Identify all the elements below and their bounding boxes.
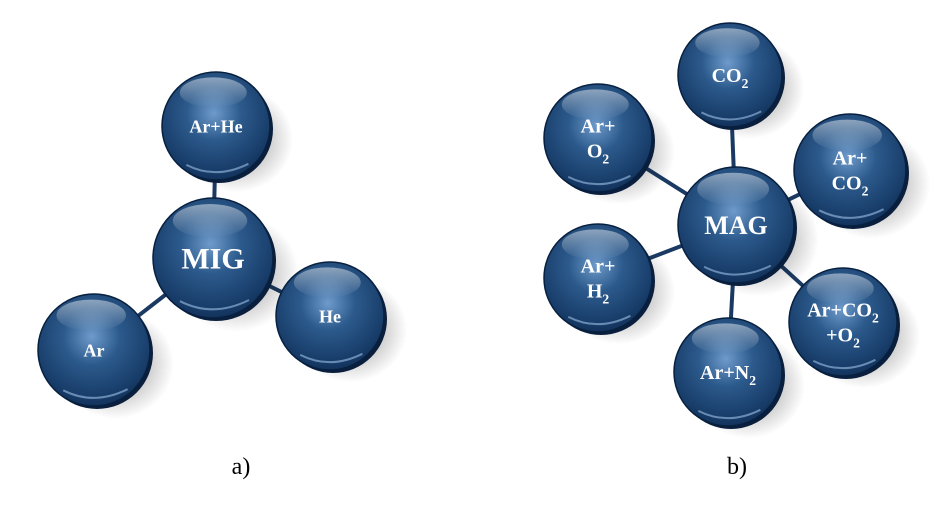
node-he-label-line-1: He	[319, 306, 341, 326]
node-ar-co2-o2-label-line-1: Ar+CO2	[807, 300, 879, 326]
node-ar-co2-label-line-2: CO2	[832, 173, 869, 199]
caption-b: b)	[727, 454, 747, 480]
node-ar-co2-o2-sphere: Ar+CO2+O2	[788, 267, 900, 379]
center-mig-sphere: MIG	[152, 197, 276, 321]
node-ar-h2-label-line-1: Ar+	[581, 256, 616, 278]
node-ar-o2-label-line-2: O2	[587, 141, 610, 167]
node-ar-co2-sphere: Ar+ CO2	[793, 113, 909, 229]
node-ar-co2-label-line-1: Ar+	[833, 148, 868, 170]
node-ar-co2-o2-label-line-2: +O2	[826, 325, 860, 351]
node-ar-h2-sphere: Ar+ H2	[543, 223, 655, 335]
center-mag-label-line-1: MAG	[704, 211, 768, 240]
node-ar-n2-label-line-1: Ar+N2	[700, 362, 756, 388]
node-ar-o2-sphere: Ar+ O2	[543, 83, 655, 195]
caption-a: a)	[231, 454, 251, 480]
center-mig-label-line-1: MIG	[181, 243, 244, 276]
node-co2-label-line-1: CO2	[712, 65, 749, 91]
node-ar-o2-label-line-1: Ar+	[581, 116, 616, 138]
node-ar-he-label-line-1: Ar+He	[189, 116, 242, 136]
center-mag-sphere: MAG	[677, 166, 797, 286]
node-ar-n2-sphere: Ar+N2	[673, 317, 785, 429]
node-ar-he-sphere: Ar+He	[161, 71, 273, 183]
node-he-sphere: He	[275, 261, 387, 373]
node-ar-label-line-1: Ar	[84, 340, 105, 360]
node-ar-h2-label-line-2: H2	[587, 281, 610, 307]
node-co2-sphere: CO2	[677, 22, 785, 130]
node-ar-sphere: Ar	[37, 293, 153, 409]
